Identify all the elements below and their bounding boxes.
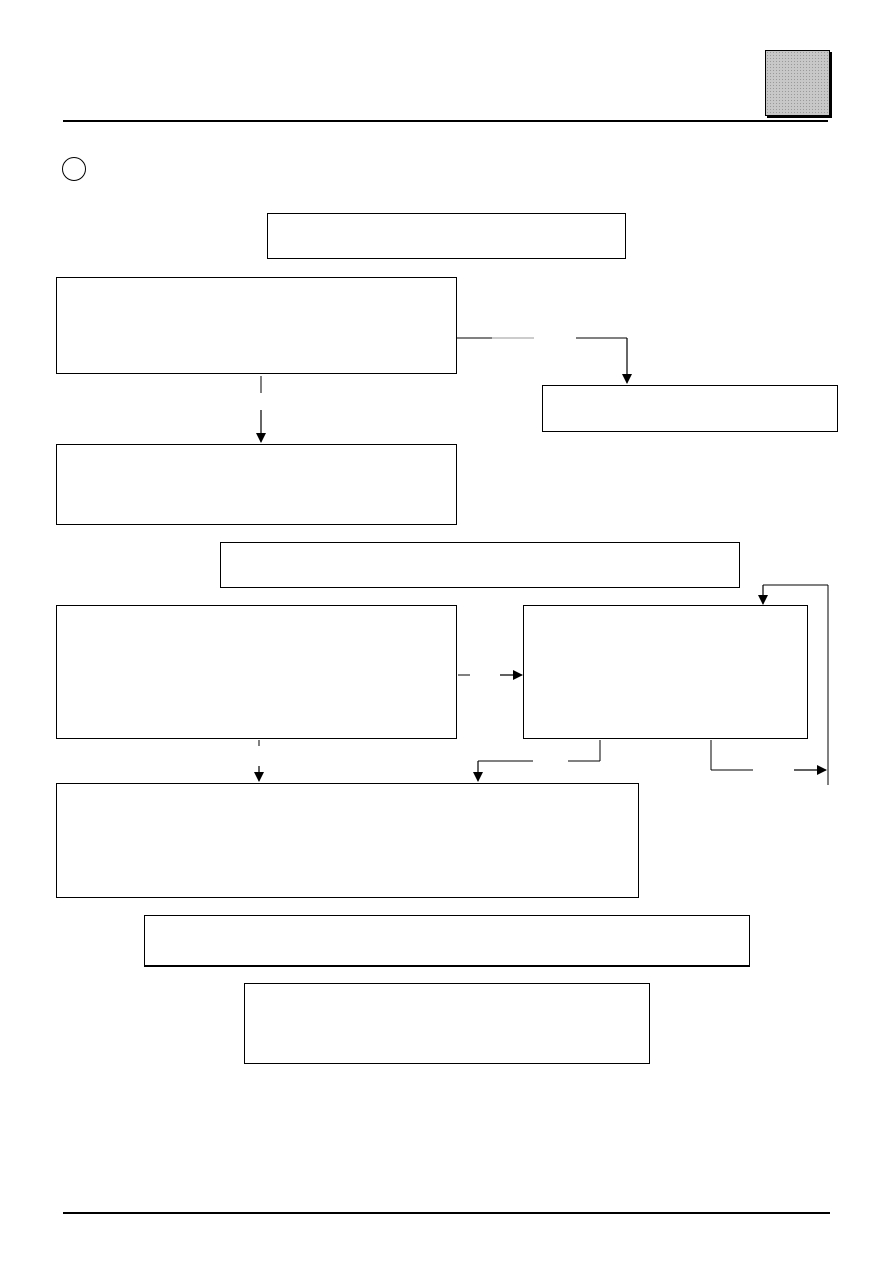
flowchart-step-3-alt-box bbox=[523, 605, 808, 739]
chapter-tab-marker bbox=[765, 50, 830, 116]
section-circle-marker bbox=[62, 157, 86, 181]
flowchart-step-1-box bbox=[56, 277, 457, 374]
flowchart-title-box bbox=[267, 213, 626, 259]
connector-step1-to-branch bbox=[457, 337, 632, 384]
flowchart-step-4-box bbox=[56, 783, 639, 898]
connector-step3alt-to-step4 bbox=[473, 740, 601, 782]
flowchart-banner-box bbox=[220, 542, 740, 588]
connector-step3alt-to-loop bbox=[710, 740, 827, 775]
footer-rule bbox=[63, 1212, 830, 1214]
flowchart-branch-right-box bbox=[542, 385, 838, 432]
flowchart-summary-box bbox=[144, 915, 750, 967]
header-rule bbox=[63, 120, 828, 122]
flowchart-step-2-box bbox=[56, 444, 457, 525]
flowchart-step-3-box bbox=[56, 605, 457, 739]
flowchart-final-box bbox=[244, 983, 650, 1064]
